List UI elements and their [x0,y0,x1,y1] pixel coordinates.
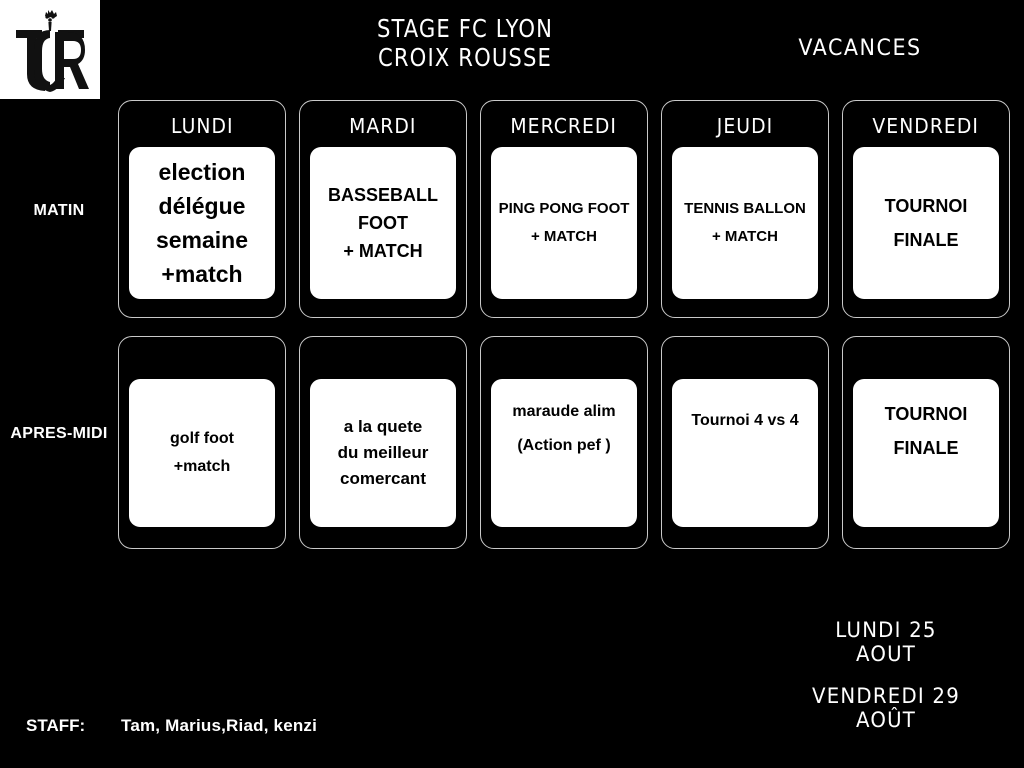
note-line: semaine [155,227,249,253]
title-line-2: CROIX ROUSSE [377,43,553,72]
day-header-lundi: LUNDI [170,114,234,138]
note-line: comercant [340,469,426,488]
afternoon-row: golf foot +match a la quete du meilleur … [118,336,1010,549]
note-line: +match [161,261,243,287]
note-line: PING PONG FOOT [498,200,630,217]
cell-morning-jeudi[interactable]: JEUDI TENNIS BALLON + MATCH [661,100,829,318]
end-date-line-1: VENDREDI 29 [812,684,960,708]
day-header-jeudi: JEUDI [716,114,774,138]
activity-note-afternoon-lundi[interactable]: golf foot +match [129,379,275,527]
cell-morning-mercredi[interactable]: MERCREDI PING PONG FOOT + MATCH [480,100,648,318]
day-header-mercredi: MERCREDI [510,114,618,138]
activity-note-afternoon-mardi[interactable]: a la quete du meilleur comercant [310,379,456,527]
schedule-grid: LUNDI election délégue semaine +match MA… [118,100,1010,549]
club-logo [0,0,100,99]
note-line: FOOT [358,213,408,233]
note-line: BASSEBALL [327,185,438,205]
activity-note-morning-lundi[interactable]: election délégue semaine +match [129,147,275,299]
title-line-1: STAGE FC LYON [376,14,554,43]
lcr-crest-icon [16,9,89,92]
note-line: election [158,159,246,185]
activity-note-afternoon-mercredi[interactable]: maraude alim (Action pef ) [491,379,637,527]
cell-morning-vendredi[interactable]: VENDREDI TOURNOI FINALE [842,100,1010,318]
note-line: +match [173,458,231,475]
note-line: golf foot [170,430,234,447]
start-date-line-1: LUNDI 25 [835,618,937,642]
cell-afternoon-jeudi[interactable]: Tournoi 4 vs 4 [661,336,829,549]
page-title: STAGE FC LYON CROIX ROUSSE [300,14,630,72]
note-line: + MATCH [712,228,778,245]
end-date: VENDREDI 29 AOÛT [766,684,1006,732]
cell-afternoon-mercredi[interactable]: maraude alim (Action pef ) [480,336,648,549]
note-line: FINALE [893,230,959,250]
note-line: + MATCH [343,241,423,261]
note-line: maraude alim [512,403,616,420]
start-date: LUNDI 25 AOUT [766,618,1006,666]
note-line: délégue [158,193,246,219]
note-line: a la quete [343,417,423,436]
date-range: LUNDI 25 AOUT VENDREDI 29 AOÛT [766,618,1006,750]
note-line: Tournoi 4 vs 4 [691,412,799,429]
note-line: TOURNOI [884,196,968,216]
vacances-label: VACANCES [798,36,922,61]
note-line: TOURNOI [884,404,968,424]
activity-note-afternoon-vendredi[interactable]: TOURNOI FINALE [853,379,999,527]
cell-afternoon-vendredi[interactable]: TOURNOI FINALE [842,336,1010,549]
start-date-line-2: AOUT [855,642,917,666]
staff-label: STAFF: [26,716,86,735]
note-line: + MATCH [531,228,597,245]
cell-morning-lundi[interactable]: LUNDI election délégue semaine +match [118,100,286,318]
cell-afternoon-mardi[interactable]: a la quete du meilleur comercant [299,336,467,549]
activity-note-morning-mercredi[interactable]: PING PONG FOOT + MATCH [491,147,637,299]
activity-note-morning-jeudi[interactable]: TENNIS BALLON + MATCH [672,147,818,299]
staff-names: Tam, Marius,Riad, kenzi [121,716,318,735]
day-header-mardi: MARDI [349,114,417,138]
end-date-line-2: AOÛT [855,708,917,732]
note-line: (Action pef ) [517,437,611,454]
activity-note-morning-mardi[interactable]: BASSEBALL FOOT + MATCH [310,147,456,299]
cell-morning-mardi[interactable]: MARDI BASSEBALL FOOT + MATCH [299,100,467,318]
day-header-vendredi: VENDREDI [872,114,980,138]
activity-note-morning-vendredi[interactable]: TOURNOI FINALE [853,147,999,299]
row-label-matin: MATIN [33,202,85,219]
cell-afternoon-lundi[interactable]: golf foot +match [118,336,286,549]
row-label-apres-midi: APRES-MIDI [10,425,108,442]
staff-line: STAFF: Tam, Marius,Riad, kenzi [26,716,317,736]
note-line: TENNIS BALLON [684,200,806,217]
morning-row: LUNDI election délégue semaine +match MA… [118,100,1010,318]
note-line: FINALE [893,438,959,458]
activity-note-afternoon-jeudi[interactable]: Tournoi 4 vs 4 [672,379,818,527]
note-line: du meilleur [337,443,429,462]
